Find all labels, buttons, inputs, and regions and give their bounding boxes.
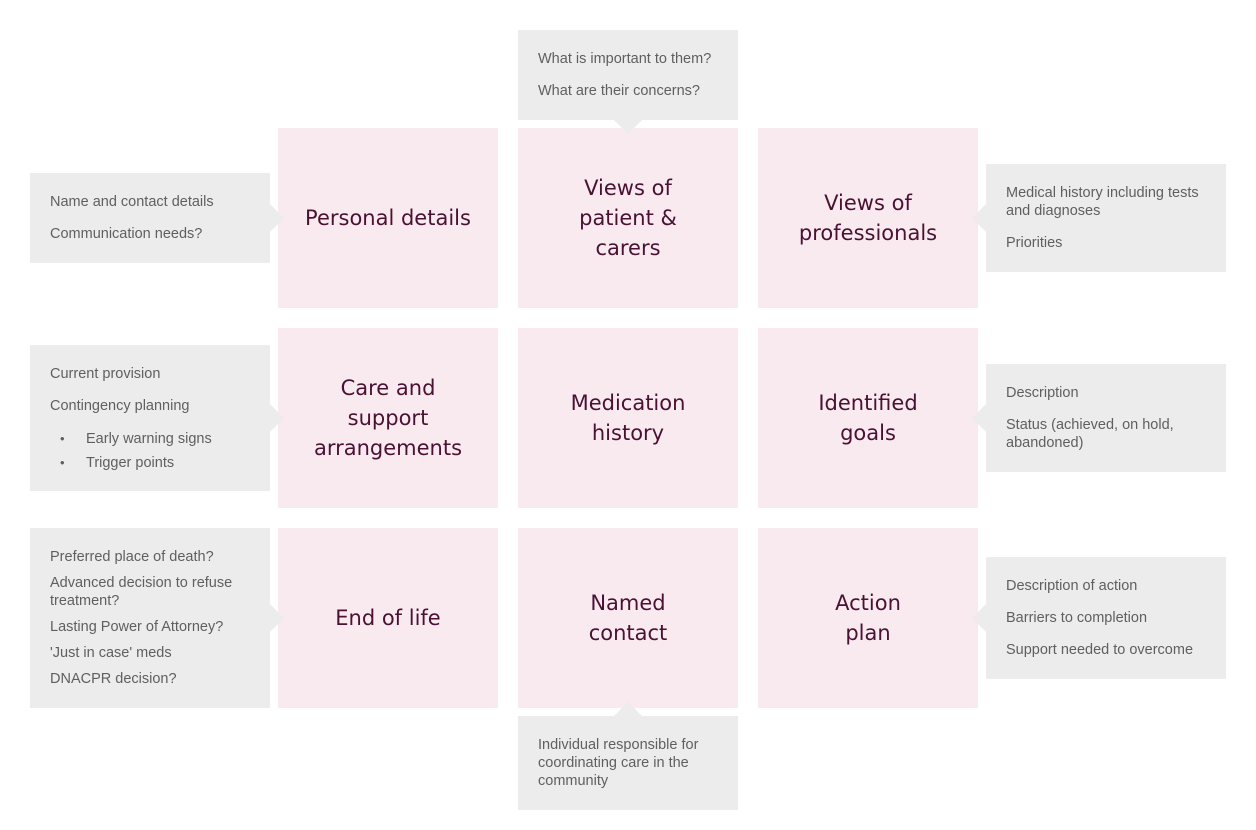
pointer-right <box>270 404 284 432</box>
note-item: What is important to them? <box>538 51 712 67</box>
note-item: Support needed to overcome <box>1006 642 1194 658</box>
tile-label: Named contact <box>588 591 668 645</box>
tile-label: End of life <box>335 606 441 630</box>
pointer-left <box>972 204 986 232</box>
note-bullet: Early warning signs <box>50 430 250 448</box>
note-care-and-support: Current provision Contingency planning E… <box>30 345 270 491</box>
note-item: Individual responsible for coordinating … <box>538 737 699 789</box>
pointer-left <box>972 404 986 432</box>
note-end-of-life: Preferred place of death? Advanced decis… <box>30 528 270 708</box>
tile-views-of-patient-carers: Views of patient & carers <box>518 128 738 308</box>
tile-label: Personal details <box>305 206 471 230</box>
note-item: Description <box>1006 385 1079 401</box>
note-item: Barriers to completion <box>1006 610 1148 626</box>
tile-medication-history: Medication history <box>518 328 738 508</box>
tile-identified-goals: Identified goals <box>758 328 978 508</box>
tile-named-contact: Named contact <box>518 528 738 708</box>
pointer-down <box>614 120 642 134</box>
pointer-right <box>270 204 284 232</box>
note-views-of-patient: What is important to them? What are thei… <box>518 30 738 120</box>
note-item: Priorities <box>1006 235 1063 251</box>
tile-label: Medication history <box>570 391 686 445</box>
note-item: Status (achieved, on hold, abandoned) <box>1006 417 1174 451</box>
note-item: Preferred place of death? <box>50 549 214 565</box>
note-personal-details: Name and contact details Communication n… <box>30 173 270 263</box>
tile-end-of-life: End of life <box>278 528 498 708</box>
note-item: Current provision <box>50 366 161 382</box>
tile-label: Action plan <box>835 591 901 645</box>
tile-personal-details: Personal details <box>278 128 498 308</box>
note-item: Description of action <box>1006 578 1138 594</box>
tile-label: Views of patient & carers <box>579 176 677 260</box>
note-item: DNACPR decision? <box>50 671 177 687</box>
note-item: Lasting Power of Attorney? <box>50 619 224 635</box>
note-item: What are their concerns? <box>538 83 700 99</box>
note-item: Contingency planning <box>50 398 190 414</box>
note-item: Communication needs? <box>50 226 203 242</box>
note-views-of-professionals: Medical history including tests and diag… <box>986 164 1226 272</box>
tile-label: Care and support arrangements <box>313 376 463 460</box>
tile-action-plan: Action plan <box>758 528 978 708</box>
note-item: 'Just in case' meds <box>50 645 172 661</box>
note-bullet: Trigger points <box>50 454 250 472</box>
pointer-left <box>972 604 986 632</box>
tile-label: Identified goals <box>818 391 918 445</box>
tile-views-of-professionals: Views of professionals <box>758 128 978 308</box>
note-identified-goals: Description Status (achieved, on hold, a… <box>986 364 1226 472</box>
note-action-plan: Description of action Barriers to comple… <box>986 557 1226 679</box>
note-item: Name and contact details <box>50 194 214 210</box>
note-bullet-list: Early warning signs Trigger points <box>50 424 250 478</box>
note-item: Medical history including tests and diag… <box>1006 185 1199 219</box>
tile-label: Views of professionals <box>798 191 938 245</box>
pointer-right <box>270 604 284 632</box>
pointer-up <box>614 702 642 716</box>
note-item: Advanced decision to refuse treatment? <box>50 575 233 609</box>
tile-care-and-support: Care and support arrangements <box>278 328 498 508</box>
note-named-contact: Individual responsible for coordinating … <box>518 716 738 810</box>
